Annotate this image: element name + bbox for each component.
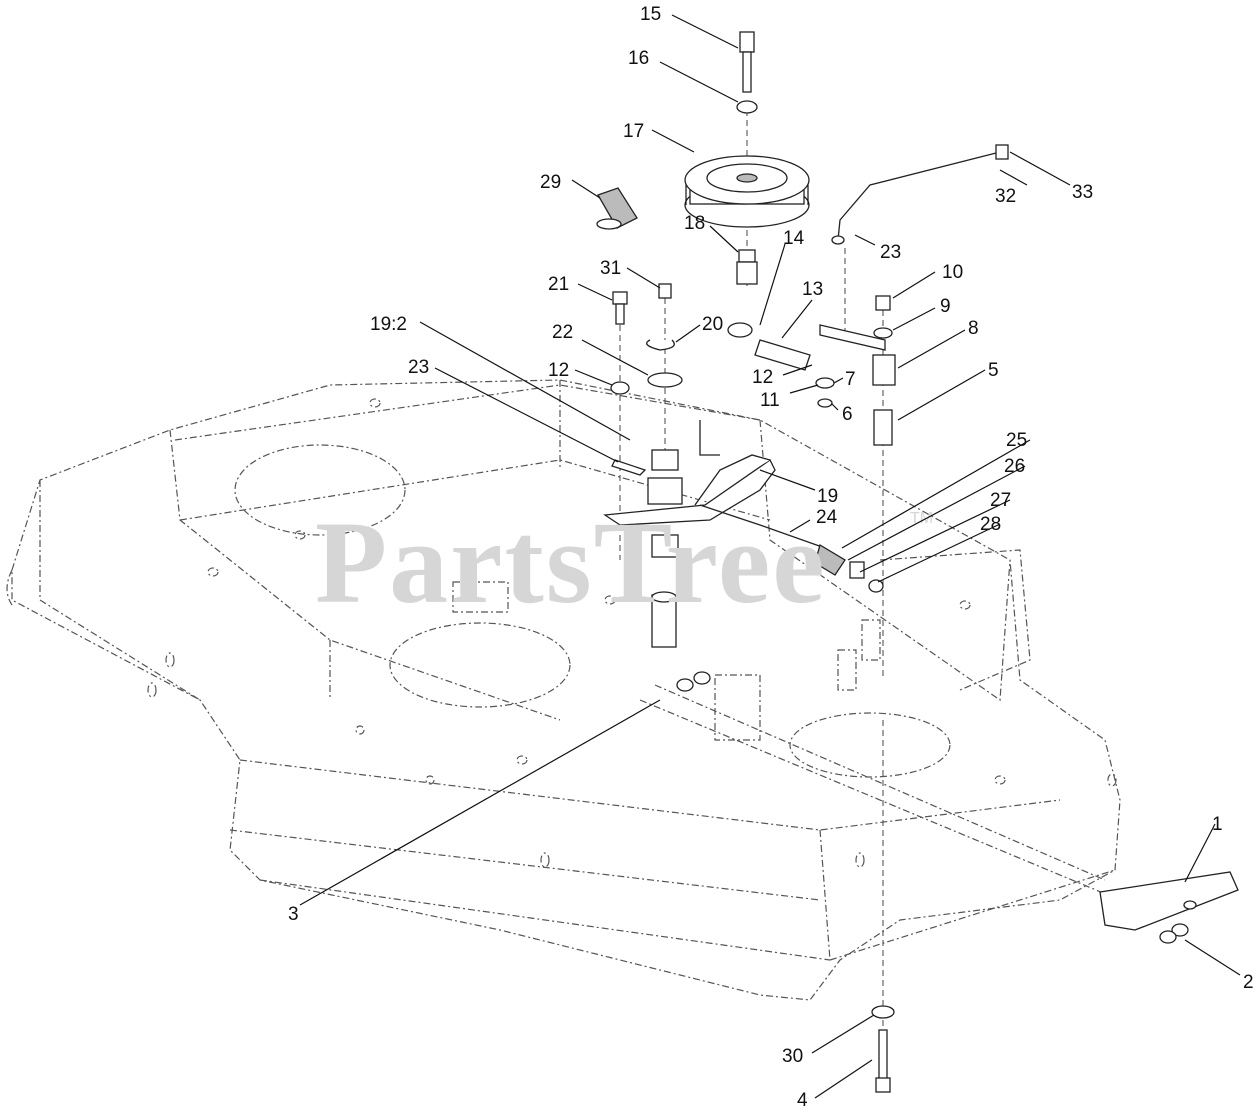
part-15-bolt bbox=[739, 31, 755, 93]
callout-19-2: 19:2 bbox=[370, 314, 407, 335]
part-1-bracket bbox=[1099, 871, 1239, 944]
callout-7: 7 bbox=[845, 369, 856, 390]
part-10-nut bbox=[875, 295, 891, 311]
callout-21: 21 bbox=[548, 274, 569, 295]
part-17-pulley bbox=[684, 155, 810, 228]
part-30-washer bbox=[871, 1005, 895, 1019]
part-32-rod bbox=[831, 144, 1009, 245]
callout-13: 13 bbox=[802, 279, 823, 300]
callout-9: 9 bbox=[940, 296, 951, 317]
part-5-spacer bbox=[873, 409, 893, 446]
part-20-ring bbox=[646, 339, 675, 351]
callout-28: 28 bbox=[980, 514, 1001, 535]
callout-23-left: 23 bbox=[408, 357, 429, 378]
callout-31: 31 bbox=[600, 258, 621, 279]
callout-14: 14 bbox=[783, 228, 805, 249]
callout-15: 15 bbox=[640, 4, 661, 25]
callout-5: 5 bbox=[988, 360, 999, 381]
callout-30: 30 bbox=[782, 1046, 803, 1067]
watermark: PartsTree bbox=[315, 497, 827, 628]
callout-22: 22 bbox=[552, 322, 573, 343]
part-18-hub bbox=[736, 249, 758, 285]
callout-2: 2 bbox=[1243, 972, 1254, 993]
callout-29: 29 bbox=[540, 172, 561, 193]
callout-25: 25 bbox=[1006, 430, 1027, 451]
part-12-nut-left bbox=[610, 381, 630, 395]
callout-32: 32 bbox=[995, 186, 1016, 207]
callout-18: 18 bbox=[684, 213, 705, 234]
leader-lines bbox=[299, 14, 1241, 1099]
callout-19: 19 bbox=[817, 486, 838, 507]
callout-27: 27 bbox=[990, 490, 1011, 511]
part-22-washer bbox=[647, 372, 683, 388]
callout-1: 1 bbox=[1212, 814, 1223, 835]
part-4-bolt bbox=[875, 1029, 891, 1093]
callout-3: 3 bbox=[288, 904, 299, 925]
part-9-washer bbox=[873, 327, 893, 339]
part-19-idler-arm bbox=[603, 420, 776, 648]
part-13-14-tension bbox=[727, 322, 811, 371]
part-3-bracket bbox=[676, 671, 711, 692]
watermark-tm: TM bbox=[910, 510, 933, 527]
part-24-rod bbox=[699, 504, 884, 593]
part-16-washer bbox=[736, 100, 758, 114]
callout-20: 20 bbox=[702, 314, 723, 335]
part-8-bushing bbox=[819, 324, 896, 386]
part-31-fitting bbox=[658, 283, 672, 299]
part-23-pin bbox=[611, 459, 647, 476]
callout-16: 16 bbox=[628, 48, 649, 69]
callout-8: 8 bbox=[968, 318, 979, 339]
deck-holes bbox=[147, 398, 1117, 868]
callout-33: 33 bbox=[1072, 182, 1093, 203]
callout-10: 10 bbox=[942, 262, 963, 283]
part-29-spring bbox=[596, 187, 638, 230]
callout-labels: 15 16 17 29 18 14 13 32 33 23 31 21 10 9… bbox=[288, 4, 1254, 1111]
callout-6: 6 bbox=[842, 404, 853, 425]
callout-17: 17 bbox=[623, 121, 644, 142]
callout-24: 24 bbox=[816, 507, 838, 528]
callout-12-right: 12 bbox=[752, 367, 773, 388]
mower-deck bbox=[6, 379, 1121, 1001]
part-21-bolt bbox=[612, 291, 628, 325]
part-6-nut bbox=[817, 398, 833, 408]
callout-23-top: 23 bbox=[880, 242, 901, 263]
part-7-washer bbox=[815, 377, 835, 389]
callout-11: 11 bbox=[760, 390, 780, 411]
callout-4: 4 bbox=[797, 1090, 808, 1111]
callout-26: 26 bbox=[1004, 456, 1025, 477]
callout-12-left: 12 bbox=[548, 360, 569, 381]
